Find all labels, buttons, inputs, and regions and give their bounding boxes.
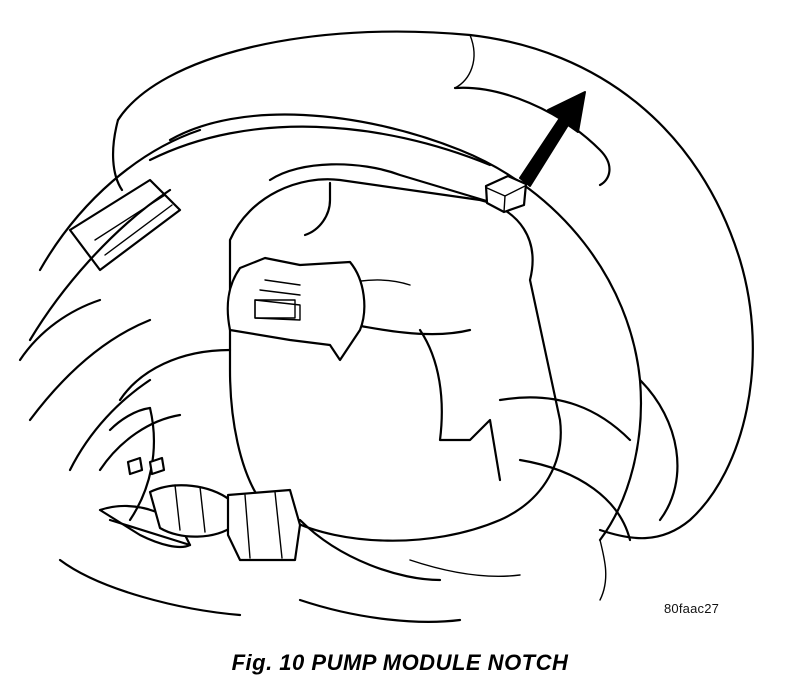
pump-module-illustration bbox=[18, 30, 754, 623]
electrical-connector bbox=[226, 256, 366, 362]
left-bracket bbox=[18, 128, 202, 472]
flange-inner-rim bbox=[148, 113, 679, 601]
figure-reference-code: 80faac27 bbox=[664, 601, 720, 616]
base-rings bbox=[58, 558, 521, 623]
quick-connect-fitting bbox=[226, 488, 302, 562]
callout-arrow-icon bbox=[519, 91, 586, 187]
figure-caption: Fig. 10 PUMP MODULE NOTCH bbox=[231, 650, 569, 675]
connector-latch bbox=[254, 299, 296, 319]
module-notch bbox=[484, 174, 528, 214]
tank-flange bbox=[111, 30, 754, 540]
lower-fittings bbox=[98, 348, 232, 549]
fuel-hose bbox=[148, 484, 302, 562]
